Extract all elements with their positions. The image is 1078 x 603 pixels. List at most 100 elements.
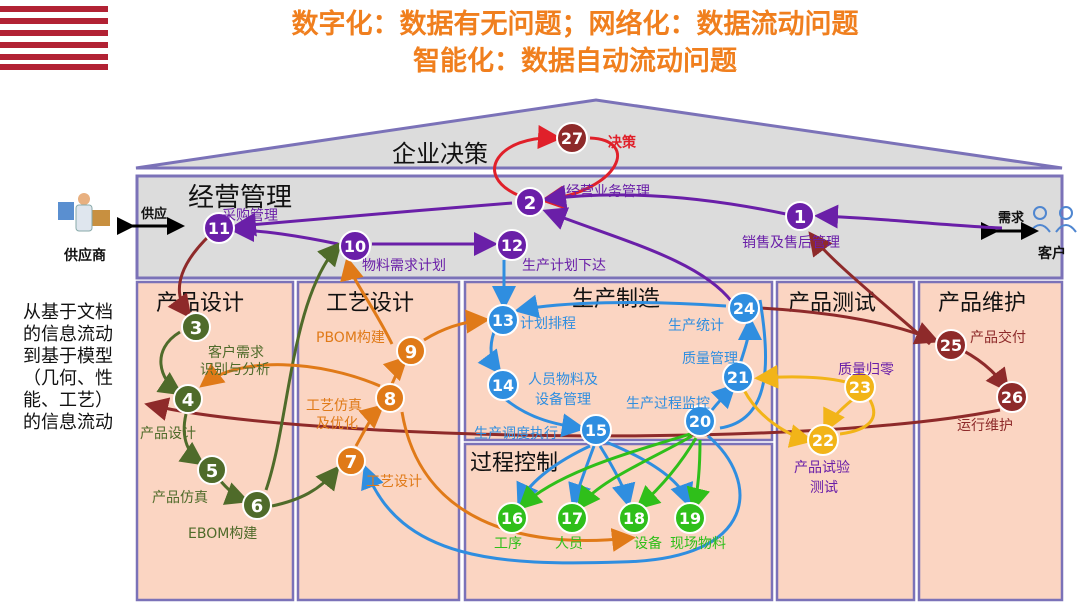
left-note-line: 的信息流动 <box>23 412 113 433</box>
node-6: 6 <box>242 490 272 520</box>
svg-text:11: 11 <box>208 219 230 238</box>
left-note-line: 到基于模型 <box>23 346 113 367</box>
svg-text:26: 26 <box>1001 388 1023 407</box>
label-10: 物料需求计划 <box>362 258 446 274</box>
svg-text:13: 13 <box>492 311 514 330</box>
node-5: 5 <box>197 455 227 485</box>
label-18: 设备 <box>634 535 662 552</box>
node-18: 18 <box>618 502 650 534</box>
title-line-2: 智能化：数据自动流动问题 <box>413 46 737 77</box>
node-9: 9 <box>396 336 426 366</box>
node-24: 24 <box>728 292 760 324</box>
node-26: 26 <box>996 381 1028 413</box>
svg-text:21: 21 <box>727 368 749 387</box>
svg-text:24: 24 <box>733 299 755 318</box>
node-4: 4 <box>173 384 203 414</box>
label-13: 计划排程 <box>520 316 576 332</box>
label-27: 决策 <box>608 134 637 151</box>
left-note-line: 能、工艺） <box>23 390 113 411</box>
roof <box>135 98 1063 170</box>
svg-text:9: 9 <box>405 342 418 363</box>
panel-process-design <box>296 280 461 602</box>
node-labels: 销售及售后管理 经营业务管理 客户需求 识别与分析 产品设计 产品仿真 EBOM… <box>140 134 1026 552</box>
label-8a: 工艺仿真 <box>306 398 362 414</box>
svg-text:6: 6 <box>251 496 264 517</box>
node-19: 19 <box>674 502 706 534</box>
left-note-line: （几何、性 <box>23 368 113 389</box>
node-17: 17 <box>556 502 588 534</box>
label-26: 运行维护 <box>957 418 1013 434</box>
label-16: 工序 <box>494 536 522 552</box>
svg-text:27: 27 <box>561 129 583 148</box>
label-17: 人员 <box>555 536 583 552</box>
label-5: 产品仿真 <box>152 490 208 506</box>
svg-text:16: 16 <box>501 509 523 528</box>
node-10: 10 <box>339 230 371 262</box>
label-7: 工艺设计 <box>366 474 422 490</box>
label-11: 采购管理 <box>222 208 278 224</box>
node-23: 23 <box>844 371 876 403</box>
svg-text:12: 12 <box>501 236 523 255</box>
svg-text:10: 10 <box>344 237 366 256</box>
svg-text:5: 5 <box>206 461 219 482</box>
label-22b: 测试 <box>810 480 838 496</box>
left-note: 从基于文档 的信息流动 到基于模型 （几何、性 能、工艺） 的信息流动 <box>12 302 124 434</box>
label-4: 产品设计 <box>140 426 196 442</box>
label-14a: 人员物料及 <box>528 372 598 388</box>
label-24: 生产统计 <box>668 318 724 334</box>
node-12: 12 <box>496 229 528 261</box>
node-27: 27 <box>556 122 588 154</box>
demand-label: 需求 <box>998 210 1025 226</box>
node-11: 11 <box>203 212 235 244</box>
svg-text:20: 20 <box>689 412 711 431</box>
label-19: 现场物料 <box>670 536 726 552</box>
label-21: 质量管理 <box>682 351 738 367</box>
svg-text:22: 22 <box>812 431 834 450</box>
left-note-line: 的信息流动 <box>23 324 113 345</box>
label-22a: 产品试验 <box>794 460 850 476</box>
node-14: 14 <box>487 369 519 401</box>
svg-text:1: 1 <box>794 207 807 228</box>
panel-product-design <box>135 280 295 602</box>
svg-text:7: 7 <box>345 452 358 473</box>
svg-text:23: 23 <box>849 378 871 397</box>
label-25: 产品交付 <box>970 329 1026 346</box>
panel-product-test <box>775 280 916 602</box>
supplier-icon <box>58 193 110 232</box>
process-control-label: 过程控制 <box>470 451 558 476</box>
label-6: EBOM构建 <box>188 526 257 542</box>
node-20: 20 <box>684 405 716 437</box>
label-2: 经营业务管理 <box>566 184 650 200</box>
label-14b: 设备管理 <box>535 391 591 408</box>
label-need-analysis-1: 客户需求 <box>208 344 264 361</box>
label-1: 销售及售后管理 <box>742 235 840 251</box>
management-label: 经营管理 <box>188 183 292 213</box>
production-label: 生产制造 <box>572 287 660 312</box>
node-7: 7 <box>336 446 366 476</box>
svg-text:19: 19 <box>679 509 701 528</box>
node-15: 15 <box>580 414 612 446</box>
node-21: 21 <box>722 361 754 393</box>
label-need-analysis-2: 识别与分析 <box>200 362 270 378</box>
label-8b: 及优化 <box>316 416 358 432</box>
node-16: 16 <box>496 502 528 534</box>
svg-text:15: 15 <box>585 421 607 440</box>
label-20: 生产过程监控 <box>626 396 710 412</box>
panel-production <box>463 280 774 442</box>
left-note-line: 从基于文档 <box>23 302 113 323</box>
svg-text:4: 4 <box>182 390 195 411</box>
node-13: 13 <box>487 304 519 336</box>
node-22: 22 <box>807 424 839 456</box>
svg-text:18: 18 <box>623 509 645 528</box>
customer-label: 客户 <box>1037 245 1066 262</box>
svg-text:8: 8 <box>384 389 397 410</box>
svg-text:14: 14 <box>492 376 514 395</box>
svg-text:3: 3 <box>190 318 203 339</box>
flow-lines <box>144 125 1010 565</box>
supplier-label: 供应商 <box>63 247 106 264</box>
label-23: 质量归零 <box>838 361 894 378</box>
title-line-1: 数字化：数据有无问题；网络化：数据流动问题 <box>291 9 859 40</box>
node-2: 2 <box>515 187 545 217</box>
label-15: 生产调度执行 <box>474 426 558 442</box>
